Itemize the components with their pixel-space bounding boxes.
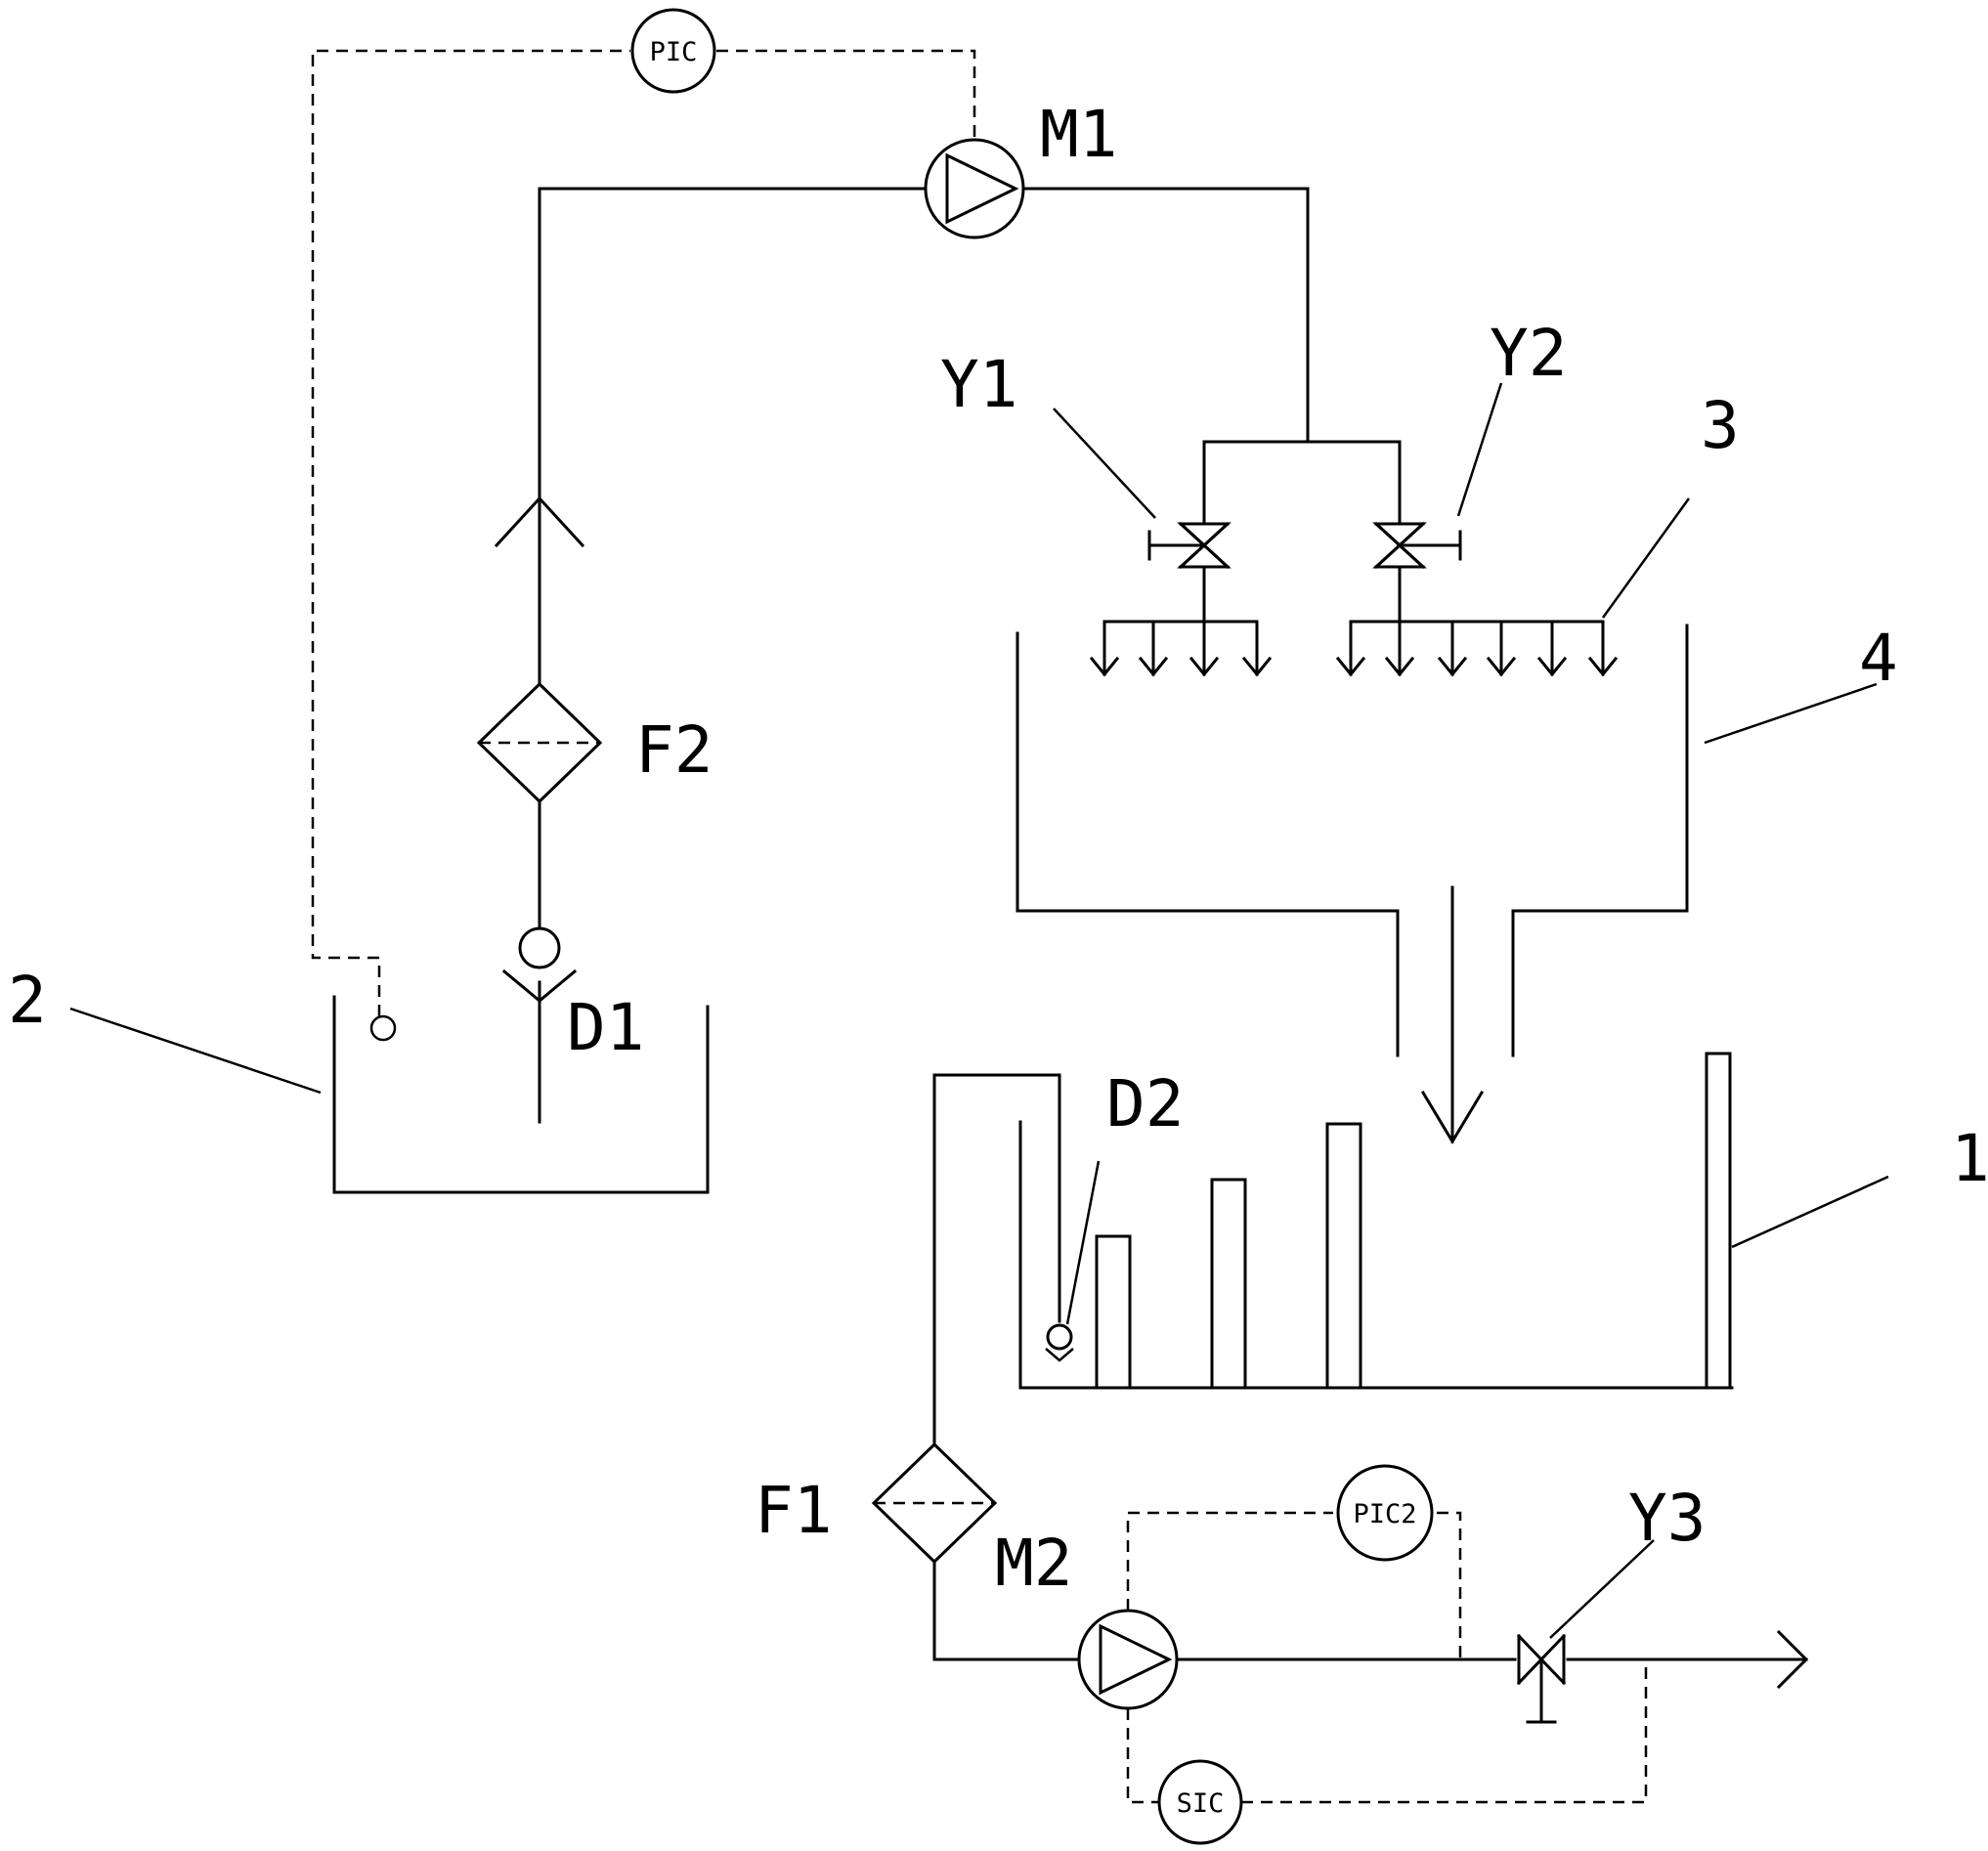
pump-m2	[1077, 1609, 1179, 1710]
valve-y3	[1516, 1633, 1567, 1724]
filter-f2	[476, 681, 603, 804]
pic2-control-loop	[1126, 1511, 1462, 1659]
sic-instrument: SIC	[1157, 1759, 1243, 1845]
labels: M1 Y1 Y2 3 4 F2 D1 2 D2 1 F1 M2 Y3	[8, 97, 1988, 1601]
leader-lines	[69, 382, 1889, 1639]
pipe-m1-suction	[538, 187, 926, 1124]
pic-control-loop	[311, 49, 976, 1042]
label-d2: D2	[1106, 1066, 1184, 1141]
label-2: 2	[8, 963, 47, 1038]
label-m1: M1	[1040, 97, 1117, 172]
baffle-1	[1095, 1234, 1132, 1390]
flow-arrow-up	[494, 495, 585, 548]
label-1: 1	[1951, 1121, 1988, 1196]
pipe-m1-discharge	[1021, 187, 1402, 526]
label-y2: Y2	[1490, 316, 1567, 391]
label-d1: D1	[567, 990, 644, 1065]
pump-m1	[924, 138, 1025, 239]
pipe-m2-suction	[932, 1073, 1081, 1661]
label-4: 4	[1859, 621, 1898, 696]
filter-f1	[871, 1442, 998, 1565]
baffle-3	[1325, 1122, 1362, 1390]
tank-1-wall-right	[1705, 1052, 1732, 1390]
pipe-m2-discharge	[1175, 1629, 1809, 1690]
foot-valve-d1	[501, 926, 578, 1003]
label-f2: F2	[635, 712, 713, 788]
spray-header-3	[1335, 620, 1619, 677]
sic-control-loop	[1126, 1659, 1648, 1804]
tank-1	[1018, 1052, 1734, 1390]
foot-valve-d2	[1045, 1160, 1101, 1362]
chamber-4	[1016, 624, 1689, 1057]
tank-2	[332, 995, 710, 1194]
sic-label: SIC	[1177, 1788, 1225, 1819]
flow-arrow-down	[1420, 885, 1485, 1144]
baffle-2	[1210, 1178, 1247, 1390]
label-f1: F1	[755, 1473, 832, 1548]
pic-instrument: PIC	[630, 8, 716, 94]
pic2-instrument: PIC2	[1336, 1464, 1434, 1562]
label-y1: Y1	[940, 347, 1017, 422]
pic2-label: PIC2	[1353, 1499, 1416, 1529]
valve-y1	[1147, 521, 1232, 624]
spray-nozzles-y1	[1089, 620, 1273, 677]
label-y3: Y3	[1628, 1481, 1706, 1556]
label-m2: M2	[995, 1526, 1072, 1601]
pic-label: PIC	[650, 37, 698, 67]
label-3: 3	[1701, 388, 1740, 463]
valve-y2	[1372, 521, 1462, 624]
